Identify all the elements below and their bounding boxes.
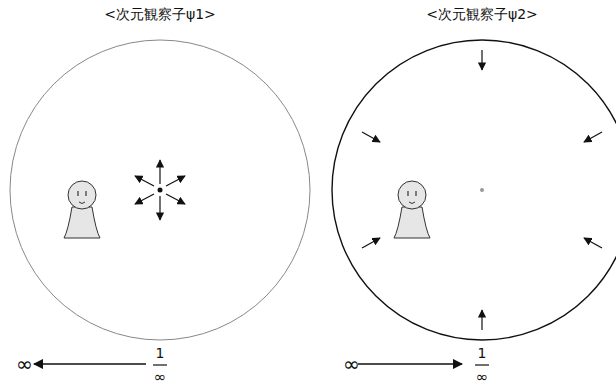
center-dot	[480, 188, 484, 192]
math-symbol: ∞	[476, 370, 489, 385]
math-symbol: 1	[478, 346, 487, 360]
panel-title: <次元観察子ψ2>	[330, 6, 616, 24]
direction-arrow	[358, 363, 462, 365]
circle-outline	[8, 38, 312, 342]
circle-outline	[330, 38, 616, 342]
center-dot	[158, 188, 163, 193]
dimension-circle: <次元観察子ψ2>	[330, 4, 616, 342]
math-symbol: ∞	[343, 354, 360, 374]
fraction-bar	[153, 364, 167, 365]
math-symbol: 1	[156, 346, 165, 360]
fraction-bar	[475, 364, 489, 365]
math-symbol: ∞	[16, 354, 33, 374]
inward-arrows	[362, 50, 602, 330]
outward-arrows	[135, 160, 185, 220]
dimension-circle: <次元観察子ψ1>	[8, 4, 312, 342]
pawn-figure	[64, 181, 100, 238]
pawn-figure	[394, 181, 430, 238]
direction-arrow	[34, 363, 146, 365]
panel-title: <次元観察子ψ1>	[8, 6, 312, 24]
math-symbol: ∞	[154, 370, 167, 385]
